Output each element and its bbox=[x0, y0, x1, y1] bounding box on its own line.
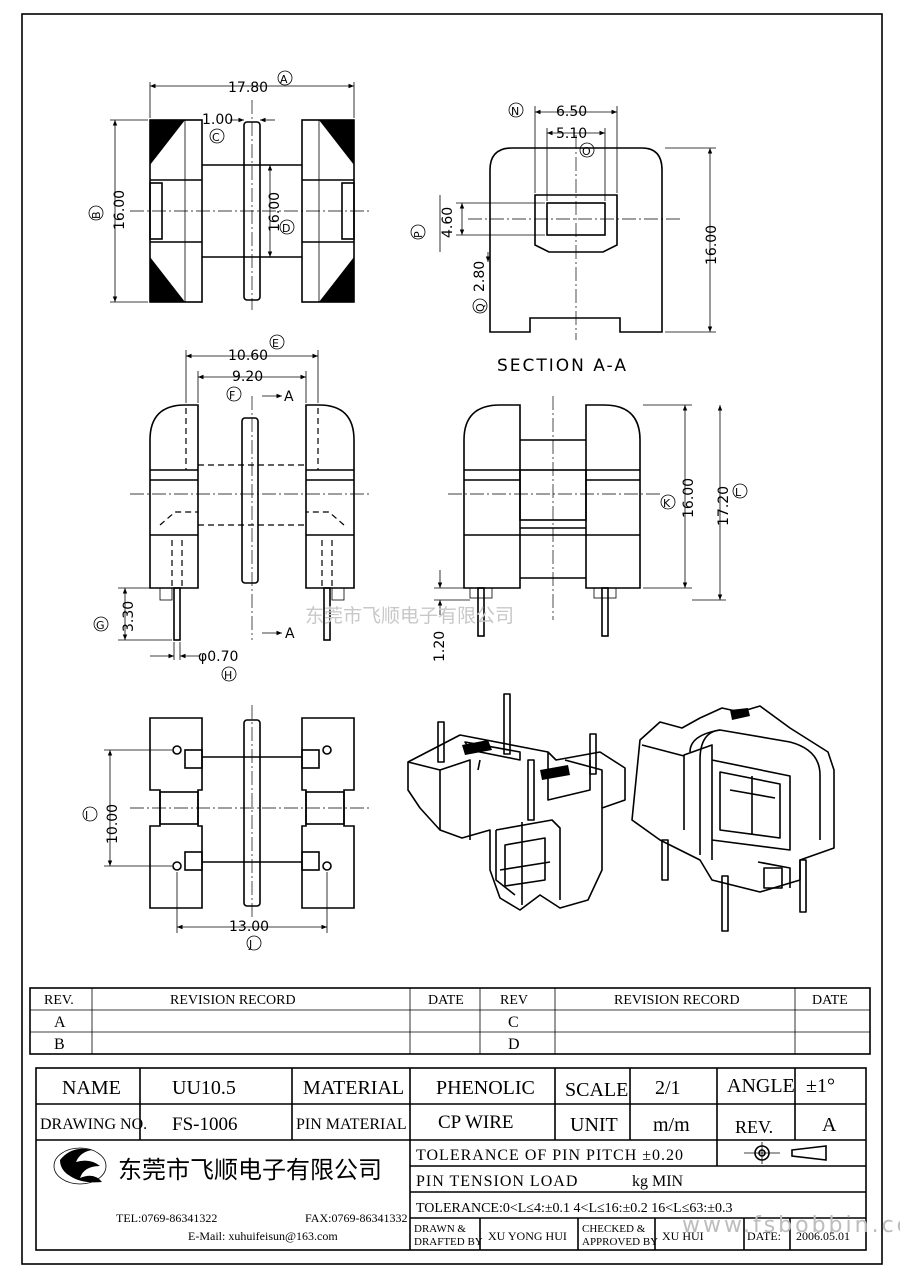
fax: FAX:0769-86341332 bbox=[305, 1211, 407, 1225]
section-view: 6.50 N 5.10 O 4.60 P 2.80 Q 16.00 SECTIO… bbox=[410, 102, 720, 376]
date-header-2: DATE bbox=[812, 993, 848, 1008]
dim-13-00: 13.00 bbox=[229, 919, 269, 935]
section-mark-top: A bbox=[284, 389, 294, 405]
company-name: 东莞市飞顺电子有限公司 bbox=[118, 1156, 382, 1184]
angle-label: ANGLE bbox=[727, 1075, 795, 1097]
company-logo bbox=[53, 1147, 107, 1185]
tolerance-pin-pitch: TOLERANCE OF PIN PITCH ±0.20 bbox=[416, 1147, 684, 1164]
date-value: 2006.05.01 bbox=[796, 1229, 850, 1243]
drawn-label-2: DRAFTED BY bbox=[414, 1236, 483, 1248]
svg-text:E: E bbox=[272, 337, 279, 350]
title-block: NAME UU10.5 MATERIAL PHENOLIC SCALE 2/1 … bbox=[35, 1067, 900, 1251]
svg-text:D: D bbox=[282, 222, 290, 235]
material-label: MATERIAL bbox=[303, 1077, 404, 1099]
svg-text:C: C bbox=[212, 131, 220, 144]
svg-text:K: K bbox=[663, 497, 671, 510]
checked-label-1: CHECKED & bbox=[582, 1223, 646, 1235]
bottom-view: 10.00 I 13.00 J bbox=[82, 705, 372, 951]
dim-1-00: 1.00 bbox=[202, 112, 233, 128]
dim-10-00: 10.00 bbox=[105, 804, 121, 844]
rev-header: REV. bbox=[44, 993, 74, 1008]
dim-3-30: 3.30 bbox=[121, 601, 137, 632]
svg-text:B: B bbox=[90, 211, 103, 219]
dim-2-80: 2.80 bbox=[472, 261, 488, 292]
dim-17-80: 17.80 bbox=[228, 80, 268, 96]
tel: TEL:0769-86341322 bbox=[116, 1211, 217, 1225]
svg-text:P: P bbox=[412, 231, 425, 238]
front-view: 10.60 E 9.20 F A A 3.30 G φ0.70 H bbox=[93, 334, 372, 682]
dim-16-00-left: 16.00 bbox=[112, 190, 128, 230]
name-label: NAME bbox=[62, 1077, 121, 1099]
rev-row-b: B bbox=[54, 1036, 65, 1053]
date-header: DATE bbox=[428, 993, 464, 1008]
svg-text:H: H bbox=[224, 669, 232, 682]
material-value: PHENOLIC bbox=[436, 1077, 535, 1099]
top-view: 17.80 A 16.00 B 1.00 C 16.00 D bbox=[88, 70, 372, 310]
svg-text:N: N bbox=[511, 105, 519, 118]
drawing-no-label: DRAWING NO. bbox=[40, 1116, 147, 1133]
pin-tension: PIN TENSION LOAD bbox=[416, 1173, 578, 1190]
svg-text:L: L bbox=[735, 486, 742, 499]
dim-5-10: 5.10 bbox=[556, 126, 587, 142]
revision-record-header: REVISION RECORD bbox=[170, 993, 296, 1008]
drawn-label-1: DRAWN & bbox=[414, 1223, 466, 1235]
angle-value: ±1° bbox=[806, 1075, 835, 1097]
dim-9-20: 9.20 bbox=[232, 369, 263, 385]
dim-1-20: 1.20 bbox=[432, 631, 448, 662]
checked-label-2: APPROVED BY bbox=[582, 1236, 658, 1248]
dim-4-60: 4.60 bbox=[440, 207, 456, 238]
svg-text:Q: Q bbox=[474, 303, 487, 312]
isometric-view-left bbox=[407, 693, 626, 911]
svg-text:J: J bbox=[248, 938, 252, 951]
isometric-view-right bbox=[631, 705, 835, 932]
dim-16-00-inner: 16.00 bbox=[267, 192, 283, 232]
section-mark-bottom: A bbox=[285, 626, 295, 642]
dim-16-00-side: 16.00 bbox=[681, 478, 697, 518]
svg-text:F: F bbox=[229, 389, 235, 402]
side-view: 16.00 K 17.20 L 1.20 bbox=[432, 396, 748, 662]
revision-record-header-2: REVISION RECORD bbox=[614, 993, 740, 1008]
dim-6-50: 6.50 bbox=[556, 104, 587, 120]
section-caption: SECTION A-A bbox=[497, 356, 628, 376]
dim-10-60: 10.60 bbox=[228, 348, 268, 364]
rev-header-2: REV bbox=[500, 993, 528, 1008]
site-watermark: www.fsbobbin.com bbox=[682, 1213, 900, 1238]
rev-value: A bbox=[822, 1114, 837, 1136]
outer-border bbox=[21, 13, 883, 1265]
rev-label: REV. bbox=[735, 1117, 773, 1137]
company-watermark: 东莞市飞顺电子有限公司 bbox=[305, 605, 514, 627]
svg-text:A: A bbox=[280, 73, 288, 86]
drawing-no-value: FS-1006 bbox=[172, 1114, 237, 1135]
email: E-Mail: xuhuifeisun@163.com bbox=[188, 1229, 338, 1243]
unit-value: m/m bbox=[653, 1114, 690, 1136]
pin-tension-unit: kg MIN bbox=[632, 1173, 684, 1190]
dim-17-20: 17.20 bbox=[716, 486, 732, 526]
svg-text:G: G bbox=[96, 619, 105, 632]
projection-symbol bbox=[744, 1142, 827, 1164]
rev-row-d: D bbox=[508, 1036, 520, 1053]
rev-row-c: C bbox=[508, 1014, 519, 1031]
dim-pin-diameter: φ0.70 bbox=[198, 649, 238, 665]
scale-value: 2/1 bbox=[655, 1077, 681, 1099]
pin-material-label: PIN MATERIAL bbox=[296, 1116, 407, 1133]
drawn-value: XU YONG HUI bbox=[488, 1229, 567, 1243]
dim-16-00-section: 16.00 bbox=[704, 225, 720, 265]
revision-table: REV. REVISION RECORD DATE REV REVISION R… bbox=[29, 987, 871, 1055]
svg-text:I: I bbox=[85, 809, 88, 822]
checked-value: XU HUI bbox=[662, 1229, 704, 1243]
pin-material-value: CP WIRE bbox=[438, 1112, 513, 1133]
rev-row-a: A bbox=[54, 1014, 66, 1031]
tolerance-general: TOLERANCE:0<L≤4:±0.1 4<L≤16:±0.2 16<L≤63… bbox=[416, 1201, 732, 1216]
unit-label: UNIT bbox=[570, 1114, 618, 1136]
date-label: DATE: bbox=[747, 1229, 781, 1243]
name-value: UU10.5 bbox=[172, 1077, 236, 1099]
scale-label: SCALE bbox=[565, 1079, 628, 1101]
svg-text:O: O bbox=[582, 145, 591, 158]
